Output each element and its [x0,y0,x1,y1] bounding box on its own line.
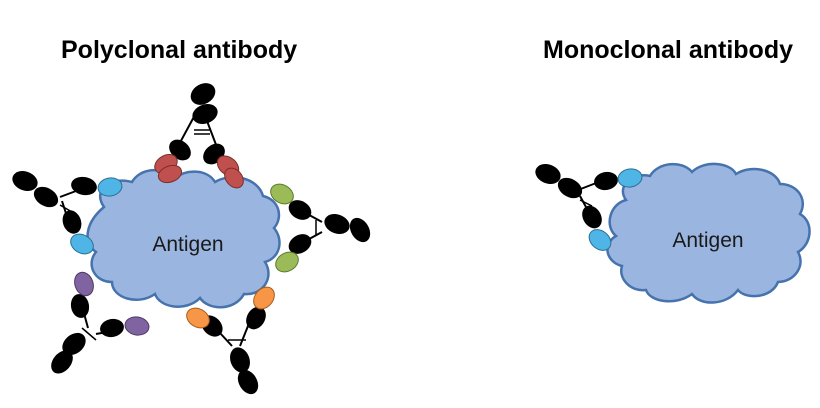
antibody-right-fc-lower [349,217,371,243]
antibody-right-fc-upper [324,214,350,234]
polyclonal-antigen-label: Antigen [152,233,223,256]
monoclonal-panel: Antigen [535,162,811,304]
antibody-bottom-left-fc-upper [62,332,86,356]
polyclonal-panel: Antigen [12,83,371,395]
antibody-right-epitope-up [270,183,294,205]
antibody-bottom-right-epitope-right [253,286,275,310]
antibody-left-epitope-up [97,177,123,197]
antibody-right-arm-up [288,200,312,220]
antibody-left-fc-lower [33,186,59,208]
antibody-top-fc-lower [192,104,218,124]
antibody-right [270,183,371,273]
antibody-bottom-left-epitope-up [74,271,94,297]
antibody-bottom-left-arm-up [70,294,90,318]
antibody-right-epitope-down [275,251,299,273]
antibody-bottom-left-fc-lower [51,350,73,374]
antibody-bottom-right-fc-upper [230,347,250,373]
antibody-bottom-right-arm-right [246,306,266,330]
antibody-top-epitope-right-2 [224,167,244,189]
antibody-right-arm-down [288,234,312,254]
antibody-top-arm-left [169,139,191,161]
antibody-left-arm-up [71,176,97,196]
monoclonal-antibody-epitope-up [617,168,643,188]
antibody-left [12,171,123,255]
polyclonal-title: Polyclonal antibody [61,36,298,64]
antibody-bottom-right-epitope-left [186,307,210,329]
antibody-bottom-left-bridge [81,327,97,341]
antibody-bottom-left [51,271,150,374]
monoclonal-antibody [535,164,643,251]
monoclonal-antibody-arm-up [594,171,618,191]
monoclonal-antibody-epitope-down [588,229,612,251]
antibody-left-arm-down [62,210,82,234]
monoclonal-antibody-arm-down [582,205,602,229]
monoclonal-antibody-bridge [579,199,593,207]
monoclonal-antibody-fc-upper [535,164,561,184]
antibody-left-epitope-down [70,233,94,255]
antibody-top-epitope-left-2 [157,164,183,184]
monoclonal-antibody-fc-lower [557,177,583,199]
monoclonal-antigen [606,162,811,304]
antibody-bottom-right-fc-lower [237,369,259,395]
monoclonal-title: Monoclonal antibody [543,36,793,64]
monoclonal-antigen-label: Antigen [672,229,743,252]
antibody-bottom-left-arm-right [100,318,124,338]
antibody-bottom-left-epitope-right [124,316,150,336]
antibody-left-fc-upper [12,171,38,191]
antibody-bottom-right [186,286,275,395]
antibody-top-fc-upper [190,83,216,105]
antibody-top [154,83,244,189]
